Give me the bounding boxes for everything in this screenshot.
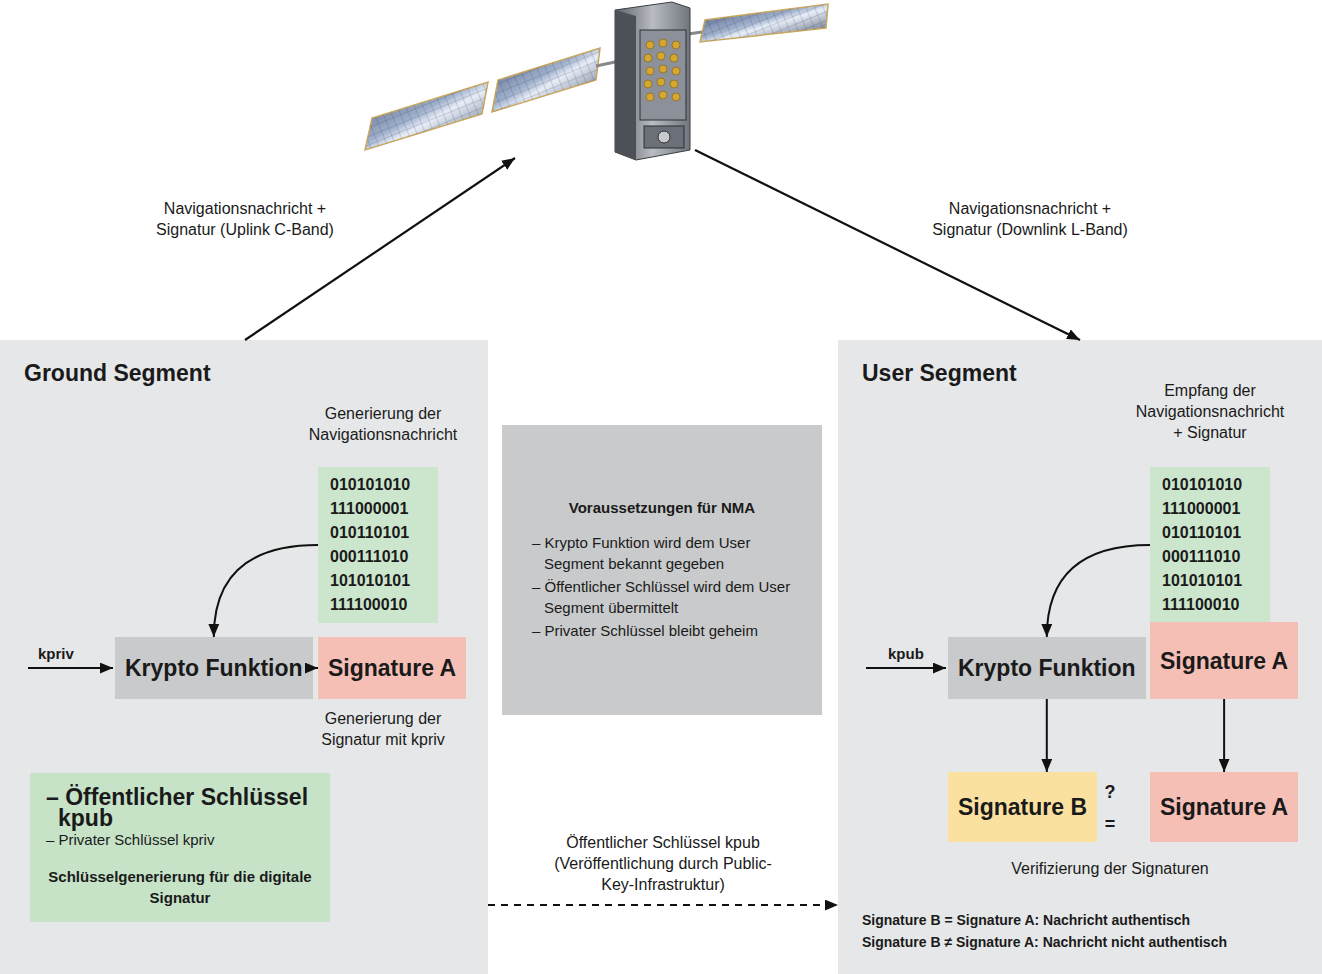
- bit-block: 010101010 111000001 010110101 000111010 …: [318, 467, 438, 623]
- node-text: – Privater Schlüssel bleibt geheim: [532, 620, 792, 641]
- node-title: Signature A: [1160, 650, 1288, 672]
- label-text: =: [1100, 814, 1120, 835]
- label-text: Generierung der Signatur mit kpriv: [298, 708, 468, 750]
- edge-label: Öffentlicher Schlüssel kpub (Veröffentli…: [538, 832, 788, 895]
- node-title: Voraussetzungen für NMA: [532, 497, 792, 518]
- signature-box: Signature A: [1150, 622, 1298, 699]
- signature-box: Signature A: [1150, 772, 1298, 842]
- node-title: 010101010 111000001 010110101 000111010 …: [1162, 473, 1242, 617]
- flow-arrow: [1046, 699, 1048, 772]
- node-text: – Krypto Funktion wird dem User Segment …: [532, 532, 792, 574]
- signature-box: Signature A: [318, 637, 466, 699]
- node-title: 010101010 111000001 010110101 000111010 …: [330, 473, 410, 617]
- label-text: Generierung der Navigationsnachricht: [298, 403, 468, 445]
- node-text: Schlüsselgenerierung für die digitale Si…: [46, 866, 314, 908]
- node-title: Signature A: [1160, 796, 1288, 818]
- node-title: Krypto Funktion: [125, 657, 303, 679]
- label-text: kpub: [888, 643, 948, 664]
- label-text: Verifizierung der Signaturen: [1000, 858, 1220, 879]
- crypto-box: Krypto Funktion: [115, 637, 313, 699]
- node-title: Krypto Funktion: [958, 657, 1136, 679]
- label-text: Navigationsnachricht + Signatur (Uplink …: [150, 198, 340, 240]
- key-input-arrow: [866, 667, 946, 669]
- label-text: Navigationsnachricht + Signatur (Downlin…: [920, 198, 1140, 240]
- crypto-box: Krypto Funktion: [948, 637, 1146, 699]
- label-text: kpriv: [38, 643, 98, 664]
- label-text: Signature B ≠ Signature A: Nachricht nic…: [862, 932, 1317, 953]
- key-box: – Öffentlicher Schlüssel kpub– Privater …: [30, 773, 330, 922]
- flow-arrow: [313, 667, 318, 669]
- node-title: Signature B: [958, 796, 1087, 818]
- flow-arrow: [1223, 699, 1225, 772]
- bit-block: 010101010 111000001 010110101 000111010 …: [1150, 467, 1270, 623]
- downlink-arrow: [695, 150, 1080, 340]
- dashed-arrow: [488, 904, 838, 906]
- node-title: Signature A: [328, 657, 456, 679]
- node-text: – Privater Schlüssel kpriv: [46, 829, 314, 850]
- key-input-arrow: [28, 667, 113, 669]
- flow-arrow: [214, 545, 318, 637]
- flow-arrow: [1047, 545, 1150, 637]
- label-text: ?: [1100, 782, 1120, 803]
- node-title: – Öffentlicher Schlüssel kpub: [46, 787, 314, 829]
- node-title: Ground Segment: [24, 360, 464, 387]
- node-text: – Öffentlicher Schlüssel wird dem User S…: [532, 576, 792, 618]
- label-text: Signature B = Signature A: Nachricht aut…: [862, 910, 1317, 931]
- signature-box: Signature B: [948, 772, 1097, 842]
- note-box: Voraussetzungen für NMA – Krypto Funktion…: [502, 425, 822, 715]
- label-text: Empfang der Navigationsnachricht + Signa…: [1130, 380, 1290, 443]
- uplink-arrow: [245, 158, 515, 340]
